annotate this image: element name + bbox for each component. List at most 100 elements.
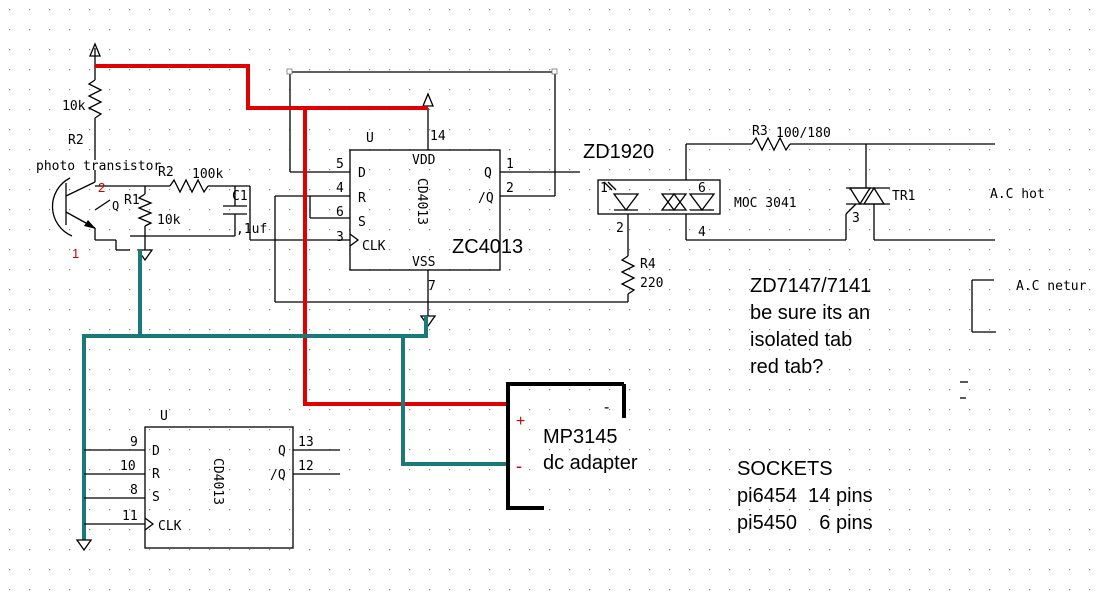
clk-wire [249, 186, 350, 241]
note-be-sure: be sure its an [750, 302, 870, 324]
u2-part: CD4013 [210, 458, 225, 505]
note-red-tab: red tab? [750, 356, 823, 378]
sockets-title: SOCKETS [737, 458, 833, 480]
u1-pin6: 6 [336, 205, 344, 220]
adapter-plus: + [516, 413, 525, 430]
u2-clk-triangle [144, 517, 155, 531]
r3-value: 100/180 [776, 126, 831, 141]
u1-pin14: 14 [430, 129, 446, 144]
u1-vss: VSS [412, 255, 435, 270]
u1-d: D [358, 166, 366, 181]
r2-value: 10k [62, 99, 86, 114]
photo-transistor-label: photo transistor [36, 159, 161, 174]
triac-tr1[interactable] [845, 144, 995, 241]
r2-name: R2 [68, 133, 84, 148]
adapter-label-1: MP3145 [543, 426, 618, 448]
moc-pin2: 2 [616, 221, 624, 236]
u2-pin9: 9 [130, 435, 138, 450]
resistor-r3[interactable] [686, 136, 995, 152]
tr1-pin3: 3 [852, 211, 860, 226]
u2-pin10: 10 [120, 459, 136, 474]
optocoupler-moc3041[interactable] [597, 179, 721, 215]
u1-pin7: 7 [428, 279, 436, 294]
u1-part: CD4013 [414, 178, 429, 225]
teal-ground-wire-left [82, 334, 140, 540]
red-vdd-wire-down [303, 108, 508, 406]
feedback-wire [286, 68, 558, 196]
u2-clk: CLK [158, 519, 182, 534]
tr1-label: TR1 [892, 189, 915, 204]
teal-ground-wire-adapter [401, 336, 508, 466]
u1-pin3: 3 [336, 230, 344, 245]
adapter-label-2: dc adapter [543, 452, 638, 474]
resistor-r2-100k[interactable] [130, 178, 250, 194]
q-label: Q [112, 199, 119, 213]
u2-pins [84, 449, 340, 525]
u2-pin11: 11 [122, 509, 138, 524]
ac-hot-label: A.C hot [990, 187, 1045, 202]
u2-pin12: 12 [298, 459, 314, 474]
u2-pin13: 13 [298, 435, 314, 450]
moc-wires [627, 144, 846, 250]
u2-r: R [152, 467, 160, 482]
resistor-r1[interactable] [130, 186, 235, 237]
u2-d: D [152, 444, 160, 459]
photo-transistor[interactable] [51, 170, 130, 251]
u1-clk: CLK [362, 239, 386, 254]
adapter-minus-top: - [604, 399, 609, 416]
u2-ref: U [160, 409, 168, 424]
ic-u1-cd4013[interactable] [349, 149, 501, 271]
r3-name: R3 [752, 124, 768, 139]
pt-pin1: 1 [72, 246, 79, 261]
zd1920-label: ZD1920 [583, 141, 654, 163]
ground-symbol-u2 [75, 539, 93, 552]
u1-pin1: 1 [506, 157, 514, 172]
ac-neutral-bracket [971, 279, 996, 333]
u2-qn: /Q [270, 468, 286, 483]
resistor-r4[interactable] [620, 250, 636, 302]
zc4013-label: ZC4013 [452, 236, 523, 258]
u1-pin4: 4 [336, 181, 344, 196]
resistor-r2[interactable] [87, 66, 103, 160]
c1-name: C1 [232, 189, 248, 204]
sockets-line-1: pi6454 14 pins [737, 485, 873, 507]
r2b-name: R2 [158, 165, 174, 180]
note-isolated-tab: isolated tab [750, 329, 852, 351]
dc-adapter-bracket[interactable] [506, 382, 624, 510]
moc-pin6: 6 [698, 181, 706, 196]
u2-q: Q [278, 444, 286, 459]
u1-q: Q [484, 166, 492, 181]
adapter-minus: - [516, 456, 522, 476]
r1-name: R1 [124, 193, 140, 208]
note-zd7147: ZD7147/7141 [750, 275, 871, 297]
teal-ground-wire-main [138, 250, 428, 338]
pt-pin2: 2 [98, 180, 105, 195]
u1-pin2: 2 [506, 181, 514, 196]
r2b-value: 100k [192, 167, 223, 182]
r4-name: R4 [640, 257, 656, 272]
u2-pin8: 8 [130, 483, 138, 498]
red-vdd-wire-top [95, 64, 428, 110]
u1-pin5: 5 [336, 157, 344, 172]
u1-ref: U [366, 131, 374, 146]
u2-s: S [152, 490, 160, 505]
ic-u2-cd4013[interactable] [144, 426, 294, 549]
c1-value: ,1uf [236, 222, 267, 237]
r1-value: 10k [157, 213, 181, 228]
u1-clk-triangle [349, 233, 360, 247]
moc-label: MOC 3041 [734, 196, 797, 211]
u1-r: R [358, 191, 366, 206]
capacitor-c1[interactable] [223, 186, 247, 236]
moc-pin4: 4 [698, 225, 706, 240]
moc-pin1: 1 [600, 181, 608, 196]
sockets-line-2: pi5450 6 pins [737, 512, 873, 534]
u1-vdd: VDD [412, 153, 436, 168]
ac-neutral-label: A.C netur [1016, 279, 1087, 294]
rs-tie-wire [274, 195, 628, 303]
vdd-arrow-left [89, 42, 101, 66]
u1-pins [290, 108, 580, 316]
u1-s: S [358, 215, 366, 230]
u1-qn: /Q [478, 191, 494, 206]
r4-value: 220 [640, 276, 663, 291]
